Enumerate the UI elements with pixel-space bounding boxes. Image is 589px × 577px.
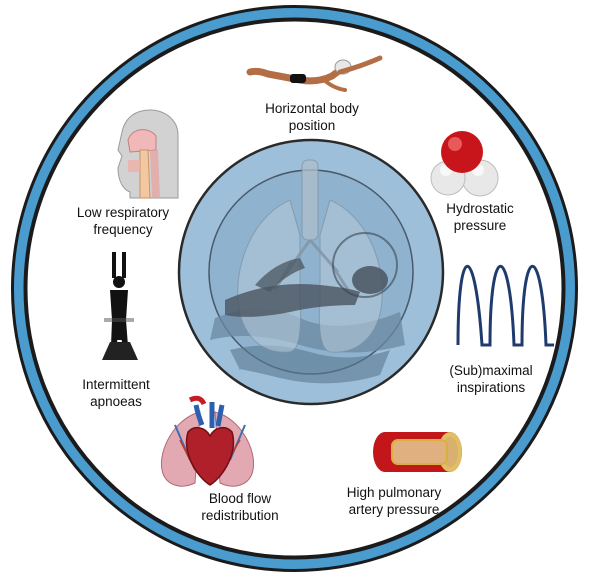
label-submaximal-inspirations: (Sub)maximal inspirations: [449, 362, 532, 396]
blood-vessel-icon: [373, 432, 462, 472]
label-line: artery pressure: [347, 501, 442, 518]
label-line: Blood flow: [201, 490, 278, 507]
label-low-respiratory-frequency: Low respiratory frequency: [77, 204, 169, 238]
label-horizontal-body-position: Horizontal body position: [265, 100, 359, 134]
label-blood-flow-redistribution: Blood flow redistribution: [201, 490, 278, 524]
label-line: (Sub)maximal: [449, 362, 532, 379]
label-line: frequency: [77, 221, 169, 238]
lungs-swimmer-icon: [179, 140, 443, 404]
label-line: Hydrostatic: [446, 200, 514, 217]
label-line: pressure: [446, 217, 514, 234]
label-line: redistribution: [201, 507, 278, 524]
label-line: Intermittent: [82, 376, 150, 393]
label-line: position: [265, 117, 359, 134]
label-hydrostatic-pressure: Hydrostatic pressure: [446, 200, 514, 234]
label-line: Horizontal body: [265, 100, 359, 117]
label-line: apnoeas: [82, 393, 150, 410]
airway-head-icon: [118, 110, 178, 198]
label-high-pulmonary-artery-pressure: High pulmonary artery pressure: [347, 484, 442, 518]
label-line: Low respiratory: [77, 204, 169, 221]
label-intermittent-apnoeas: Intermittent apnoeas: [82, 376, 150, 410]
label-line: High pulmonary: [347, 484, 442, 501]
label-line: inspirations: [449, 379, 532, 396]
